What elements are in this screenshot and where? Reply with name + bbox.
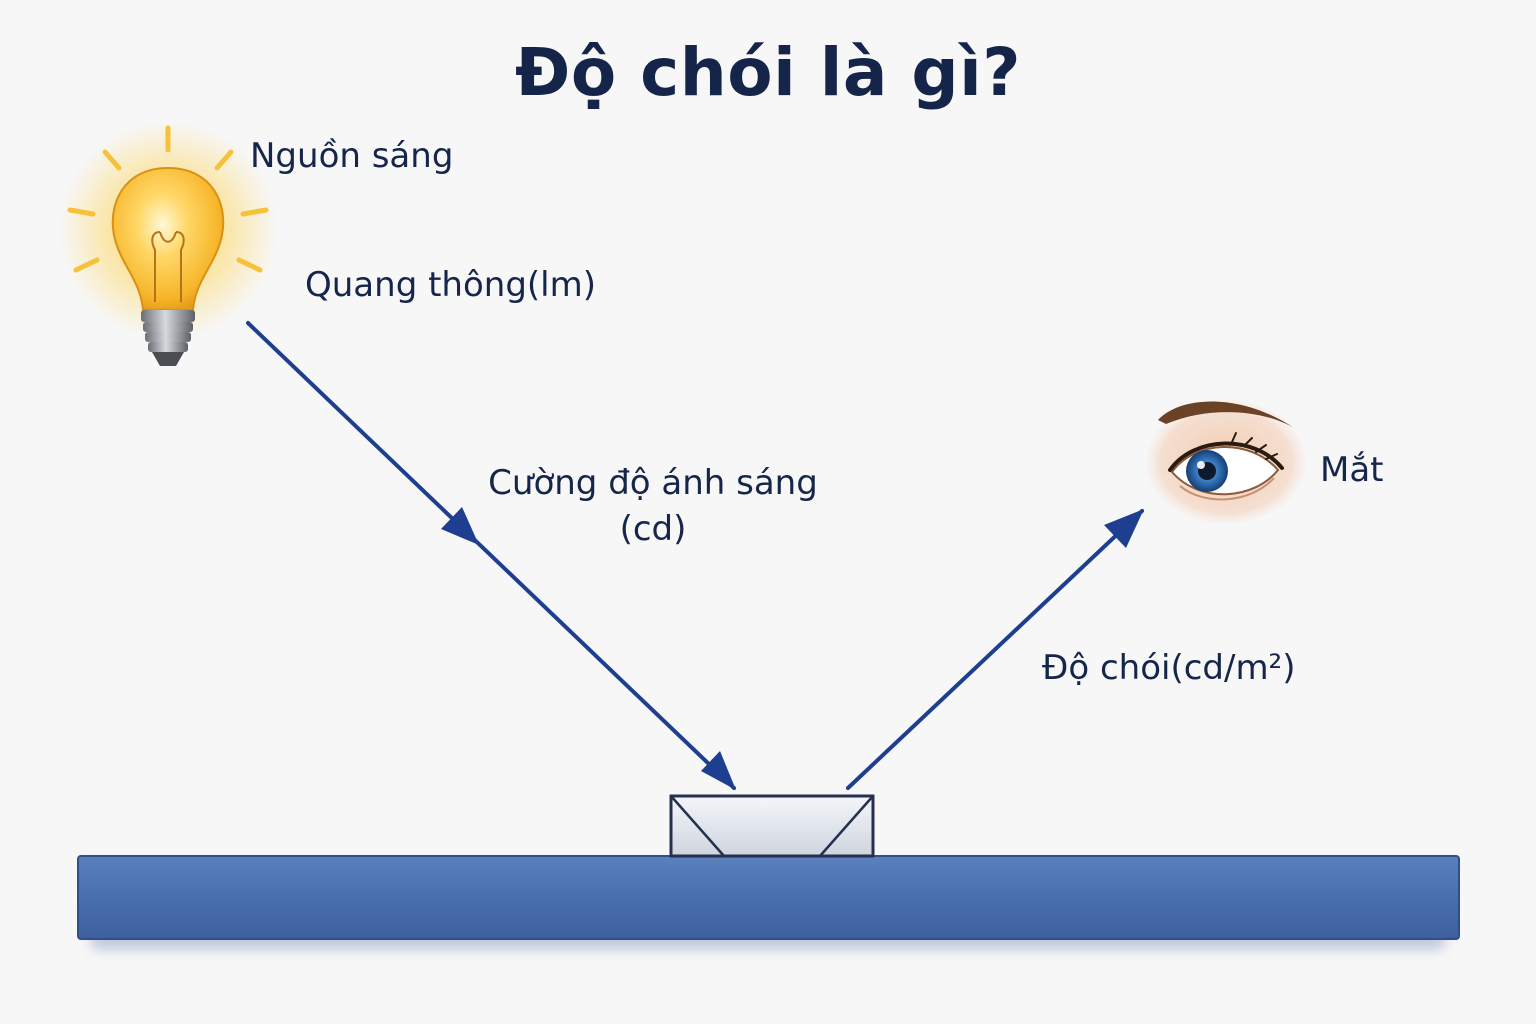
luminous-intensity-label: Cường độ ánh sáng (cd) <box>488 463 818 549</box>
incident-light-arrow <box>246 321 736 790</box>
light-bulb-icon <box>58 120 278 366</box>
arrowhead <box>701 751 736 790</box>
eye-icon <box>1146 400 1306 524</box>
reflecting-surface <box>77 855 1460 940</box>
diagram-title: Độ chói là gì? <box>515 34 1021 111</box>
eye-label: Mắt <box>1320 450 1384 490</box>
luminous-flux-label: Quang thông(lm) <box>305 265 596 305</box>
arrowhead <box>1104 509 1144 548</box>
arrowhead <box>441 507 479 545</box>
surface-sample <box>669 794 875 858</box>
light-source-label: Nguồn sáng <box>250 136 454 176</box>
luminance-label: Độ chói(cd/m²) <box>1042 648 1296 688</box>
reflected-light-arrow <box>846 509 1144 790</box>
